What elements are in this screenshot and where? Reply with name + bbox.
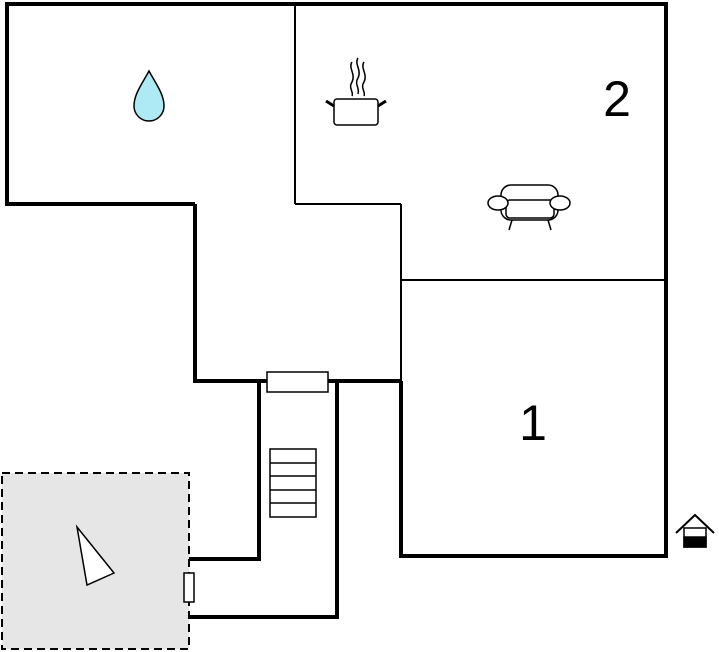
outer-wall-right	[295, 2, 668, 558]
sofa-icon	[487, 184, 571, 231]
corridor-wall-right	[189, 381, 339, 619]
room-1-label: 1	[519, 395, 547, 451]
door-terrace	[183, 572, 195, 603]
stairs-icon	[269, 448, 317, 518]
water-drop-icon	[133, 69, 165, 122]
hall-wall	[193, 204, 401, 383]
compass-north-icon	[75, 524, 116, 587]
bathroom-wall	[5, 2, 295, 206]
cooking-pot-icon	[325, 57, 387, 126]
room-2-label: 2	[603, 71, 631, 127]
door-hall-corridor	[266, 371, 329, 393]
house-entrance-icon	[675, 513, 715, 548]
corridor-wall-left	[189, 381, 261, 561]
